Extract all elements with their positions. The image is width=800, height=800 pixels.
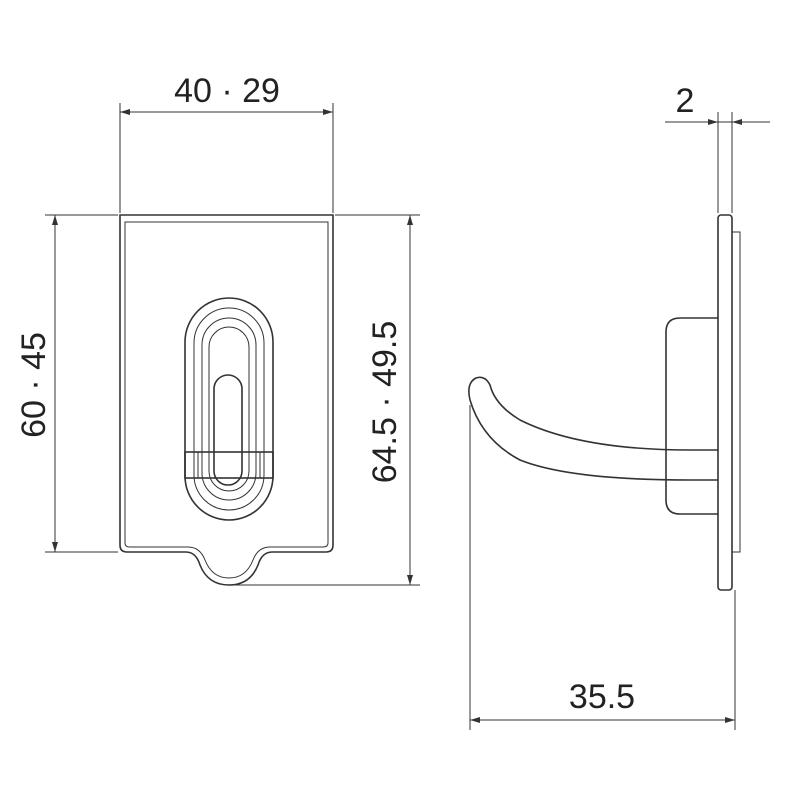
side-view [468, 214, 741, 591]
arrowheads [708, 119, 742, 125]
hook-band [184, 451, 274, 479]
side-hook-arm [468, 376, 718, 481]
dim-front-height-right: 64.5 · 49.5 [366, 321, 404, 484]
side-plate [717, 214, 733, 591]
front-plate-outline [119, 214, 334, 586]
slot-outer [184, 297, 274, 521]
slot-ring-3 [208, 326, 250, 492]
front-dimensions: 40 · 29 60 · 45 64.5 · 49.5 [15, 72, 420, 586]
dim-front-width: 40 · 29 [174, 72, 280, 110]
dim-side-depth: 35.5 [569, 678, 635, 716]
dim-front-height-left: 60 · 45 [15, 332, 53, 438]
side-dimensions: 2 35.5 [469, 82, 770, 730]
front-plate-inner-edge [124, 221, 329, 579]
slot-ring-2 [201, 317, 257, 501]
hook-tip-front [213, 374, 243, 486]
front-view [119, 214, 334, 586]
side-backing [731, 231, 741, 553]
side-base [665, 317, 718, 515]
dim-side-thickness: 2 [676, 82, 695, 120]
slot-ring-1 [193, 307, 265, 511]
